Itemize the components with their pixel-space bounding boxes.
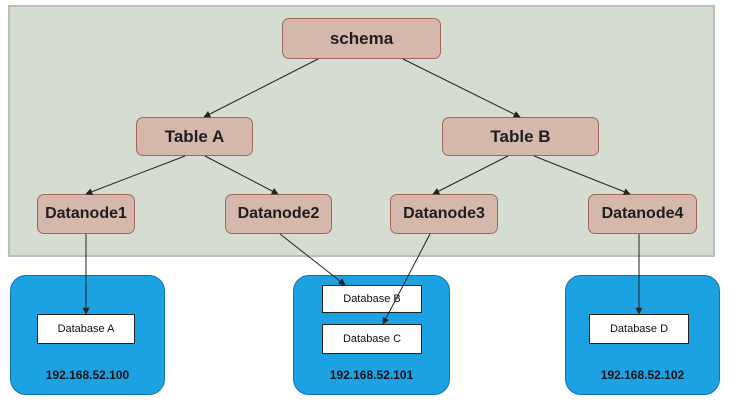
database-box: Database A [37,314,135,344]
database-box: Database D [589,314,689,344]
datanode-node: Datanode1 [37,194,135,234]
server-ip-label: 192.168.52.101 [329,368,414,382]
server-ip-label: 192.168.52.100 [45,368,130,382]
datanode-node: Datanode4 [588,194,697,234]
datanode-node: Datanode3 [390,194,498,234]
database-box: Database C [322,324,422,354]
datanode-node: Datanode2 [225,194,332,234]
table-node: Table A [136,117,253,156]
table-node: Table B [442,117,599,156]
database-box: Database B [322,285,422,313]
server-ip-label: 192.168.52.102 [600,368,685,382]
schema-node: schema [282,18,441,59]
